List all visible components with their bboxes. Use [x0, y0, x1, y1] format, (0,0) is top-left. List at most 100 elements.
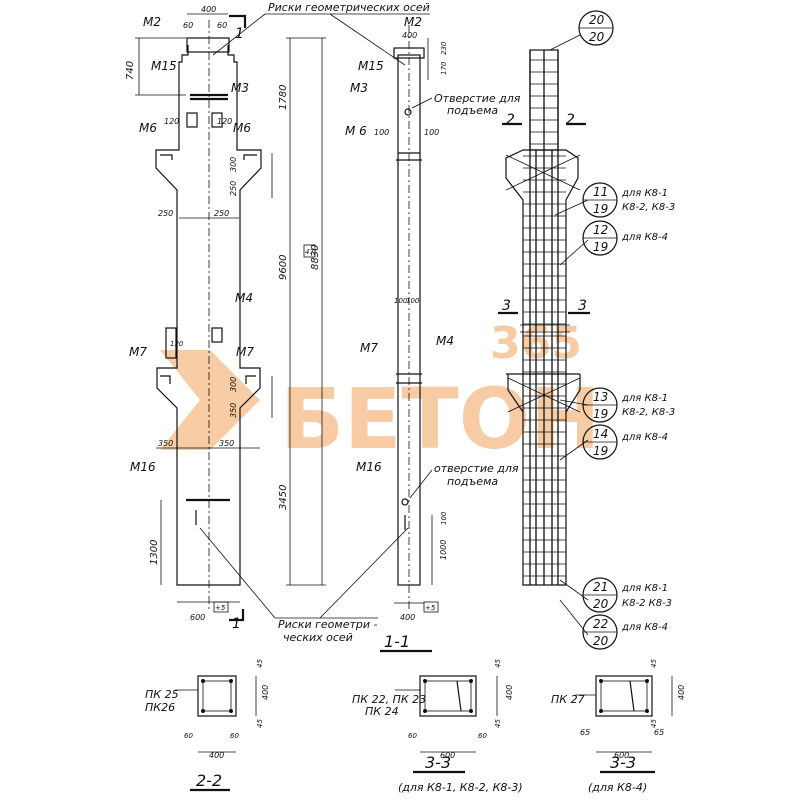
dim-label: 300	[229, 157, 238, 172]
dim-label: 100	[394, 297, 408, 305]
rebar-grid	[529, 50, 559, 585]
dim-label: 400	[261, 685, 270, 700]
callout-12-19: 12 19 для К8-4	[582, 220, 668, 256]
callout-num: 12	[593, 223, 608, 237]
dim-label: 250	[229, 181, 238, 196]
mark-label: М15	[151, 59, 177, 73]
plus5-label: +5	[215, 604, 226, 612]
callout-22-20: 22 20 для К8-4	[582, 614, 668, 650]
watermark-main: БЕТОН	[280, 370, 600, 468]
dim-label: 600	[190, 613, 205, 622]
dim-label: 250	[214, 209, 229, 218]
callout-den: 19	[593, 202, 608, 216]
callout-note: для К8-4	[621, 232, 668, 243]
callout-note: для К8-1	[621, 188, 668, 199]
elevation-side	[393, 25, 433, 610]
dim-label: 1000	[439, 540, 448, 560]
callout-note: для К8-4	[621, 622, 668, 633]
dim-label: 400	[677, 685, 686, 700]
reinforcement-cage	[505, 49, 581, 586]
mark-label: М16	[356, 460, 382, 474]
dim-label: 9600	[278, 255, 289, 280]
callout-note: для К8-4	[621, 432, 668, 443]
mark-label: М7	[360, 341, 378, 355]
dim-label: 100	[424, 128, 439, 137]
dim-label: 100	[440, 511, 448, 525]
dim-label: 600	[440, 751, 455, 760]
callout-num: 11	[593, 185, 608, 199]
dim-label: 400	[201, 5, 216, 14]
frame-label: ПК 27	[551, 693, 585, 706]
mark-label: М7	[236, 345, 254, 359]
dim-label: 350	[219, 439, 234, 448]
callout-20-20: 20 20	[578, 10, 614, 46]
stirrups	[523, 59, 566, 577]
dim-label: 350	[229, 403, 238, 418]
frame-label: ПК 25	[145, 688, 179, 701]
frame-label: ПК26	[145, 701, 175, 714]
callout-note: для К8-1	[621, 583, 668, 594]
watermark: 365 БЕТОН	[160, 318, 600, 468]
dim-label: 60	[217, 21, 227, 30]
note-lift-hole: отверстие для	[434, 462, 519, 475]
watermark-logo-icon	[160, 350, 260, 450]
note-lift-hole: подъема	[447, 475, 498, 488]
dim-label: 170	[440, 61, 448, 75]
dim-label: 45	[256, 659, 264, 668]
frame-label: ПК 22, ПК 23	[352, 693, 426, 706]
dim-label: 3450	[278, 485, 289, 510]
callout-21-20: 21 20 для К8-1 К8-2 К8-3	[582, 577, 672, 613]
dim-label: 65	[580, 728, 590, 737]
section-mark-lines	[190, 14, 655, 792]
section-3-3-a	[395, 675, 498, 753]
mark-label: М2	[143, 15, 161, 29]
note-lift-hole: подъема	[447, 104, 498, 117]
mark-label: М16	[130, 460, 156, 474]
dim-label: 45	[494, 659, 502, 668]
view-title: 2-2	[196, 771, 222, 790]
view-title: 3-3	[610, 753, 636, 772]
callout-note: для К8-1	[621, 393, 668, 404]
frame-label: ПК 24	[365, 705, 399, 718]
dim-label: 100	[406, 297, 420, 305]
callout-14-19: 14 19 для К8-4	[582, 424, 668, 460]
dim-label: 60	[183, 21, 193, 30]
mark-label: М4	[436, 334, 454, 348]
dim-label: 60	[184, 732, 193, 740]
callout-circles: 20 20 11 19 для К8-1 К8-2, К8-3 12 19 дл…	[578, 10, 675, 650]
mark-label: М3	[350, 81, 368, 95]
callout-den: 19	[593, 444, 608, 458]
dim-label: 350	[158, 439, 173, 448]
text-labels: М2 М15 М3 М6 М6 М4 М7 М7 М16 М2 М15 М3 М…	[125, 1, 686, 794]
view-note: (для К8-1, К8-2, К8-3)	[398, 781, 523, 794]
dim-label: 400	[400, 613, 415, 622]
dim-label: 250	[158, 209, 173, 218]
section-mark: 2	[506, 112, 515, 128]
dim-label: 60	[478, 732, 487, 740]
dim-label: 100	[374, 128, 389, 137]
mark-label: М6	[233, 121, 251, 135]
dim-label: 60	[408, 732, 417, 740]
plus5-icon: +5	[423, 601, 439, 613]
mark-label: М4	[235, 291, 253, 305]
callout-den: 20	[589, 30, 605, 44]
dim-label: 400	[505, 685, 514, 700]
callout-13-19: 13 19 для К8-1 К8-2, К8-3	[582, 387, 675, 423]
view-title: 1-1	[384, 632, 410, 651]
mark-label: М15	[358, 59, 384, 73]
callout-note: К8-2, К8-3	[622, 407, 675, 418]
view-title: 3-3	[425, 753, 451, 772]
callout-den: 20	[593, 634, 609, 648]
dim-label: 400	[402, 31, 417, 40]
note-geom-axes: ческих осей	[283, 631, 353, 644]
box47-icon: 47	[303, 244, 316, 258]
dim-label: 45	[650, 659, 658, 668]
callout-num: 22	[593, 617, 608, 631]
section-mark: 1	[232, 616, 241, 632]
callout-den: 20	[593, 597, 609, 611]
dim-label: 300	[229, 377, 238, 392]
mark-label: М3	[231, 81, 249, 95]
dim-label: 45	[650, 719, 658, 728]
callout-den: 19	[593, 407, 608, 421]
dim-label: 45	[256, 719, 264, 728]
